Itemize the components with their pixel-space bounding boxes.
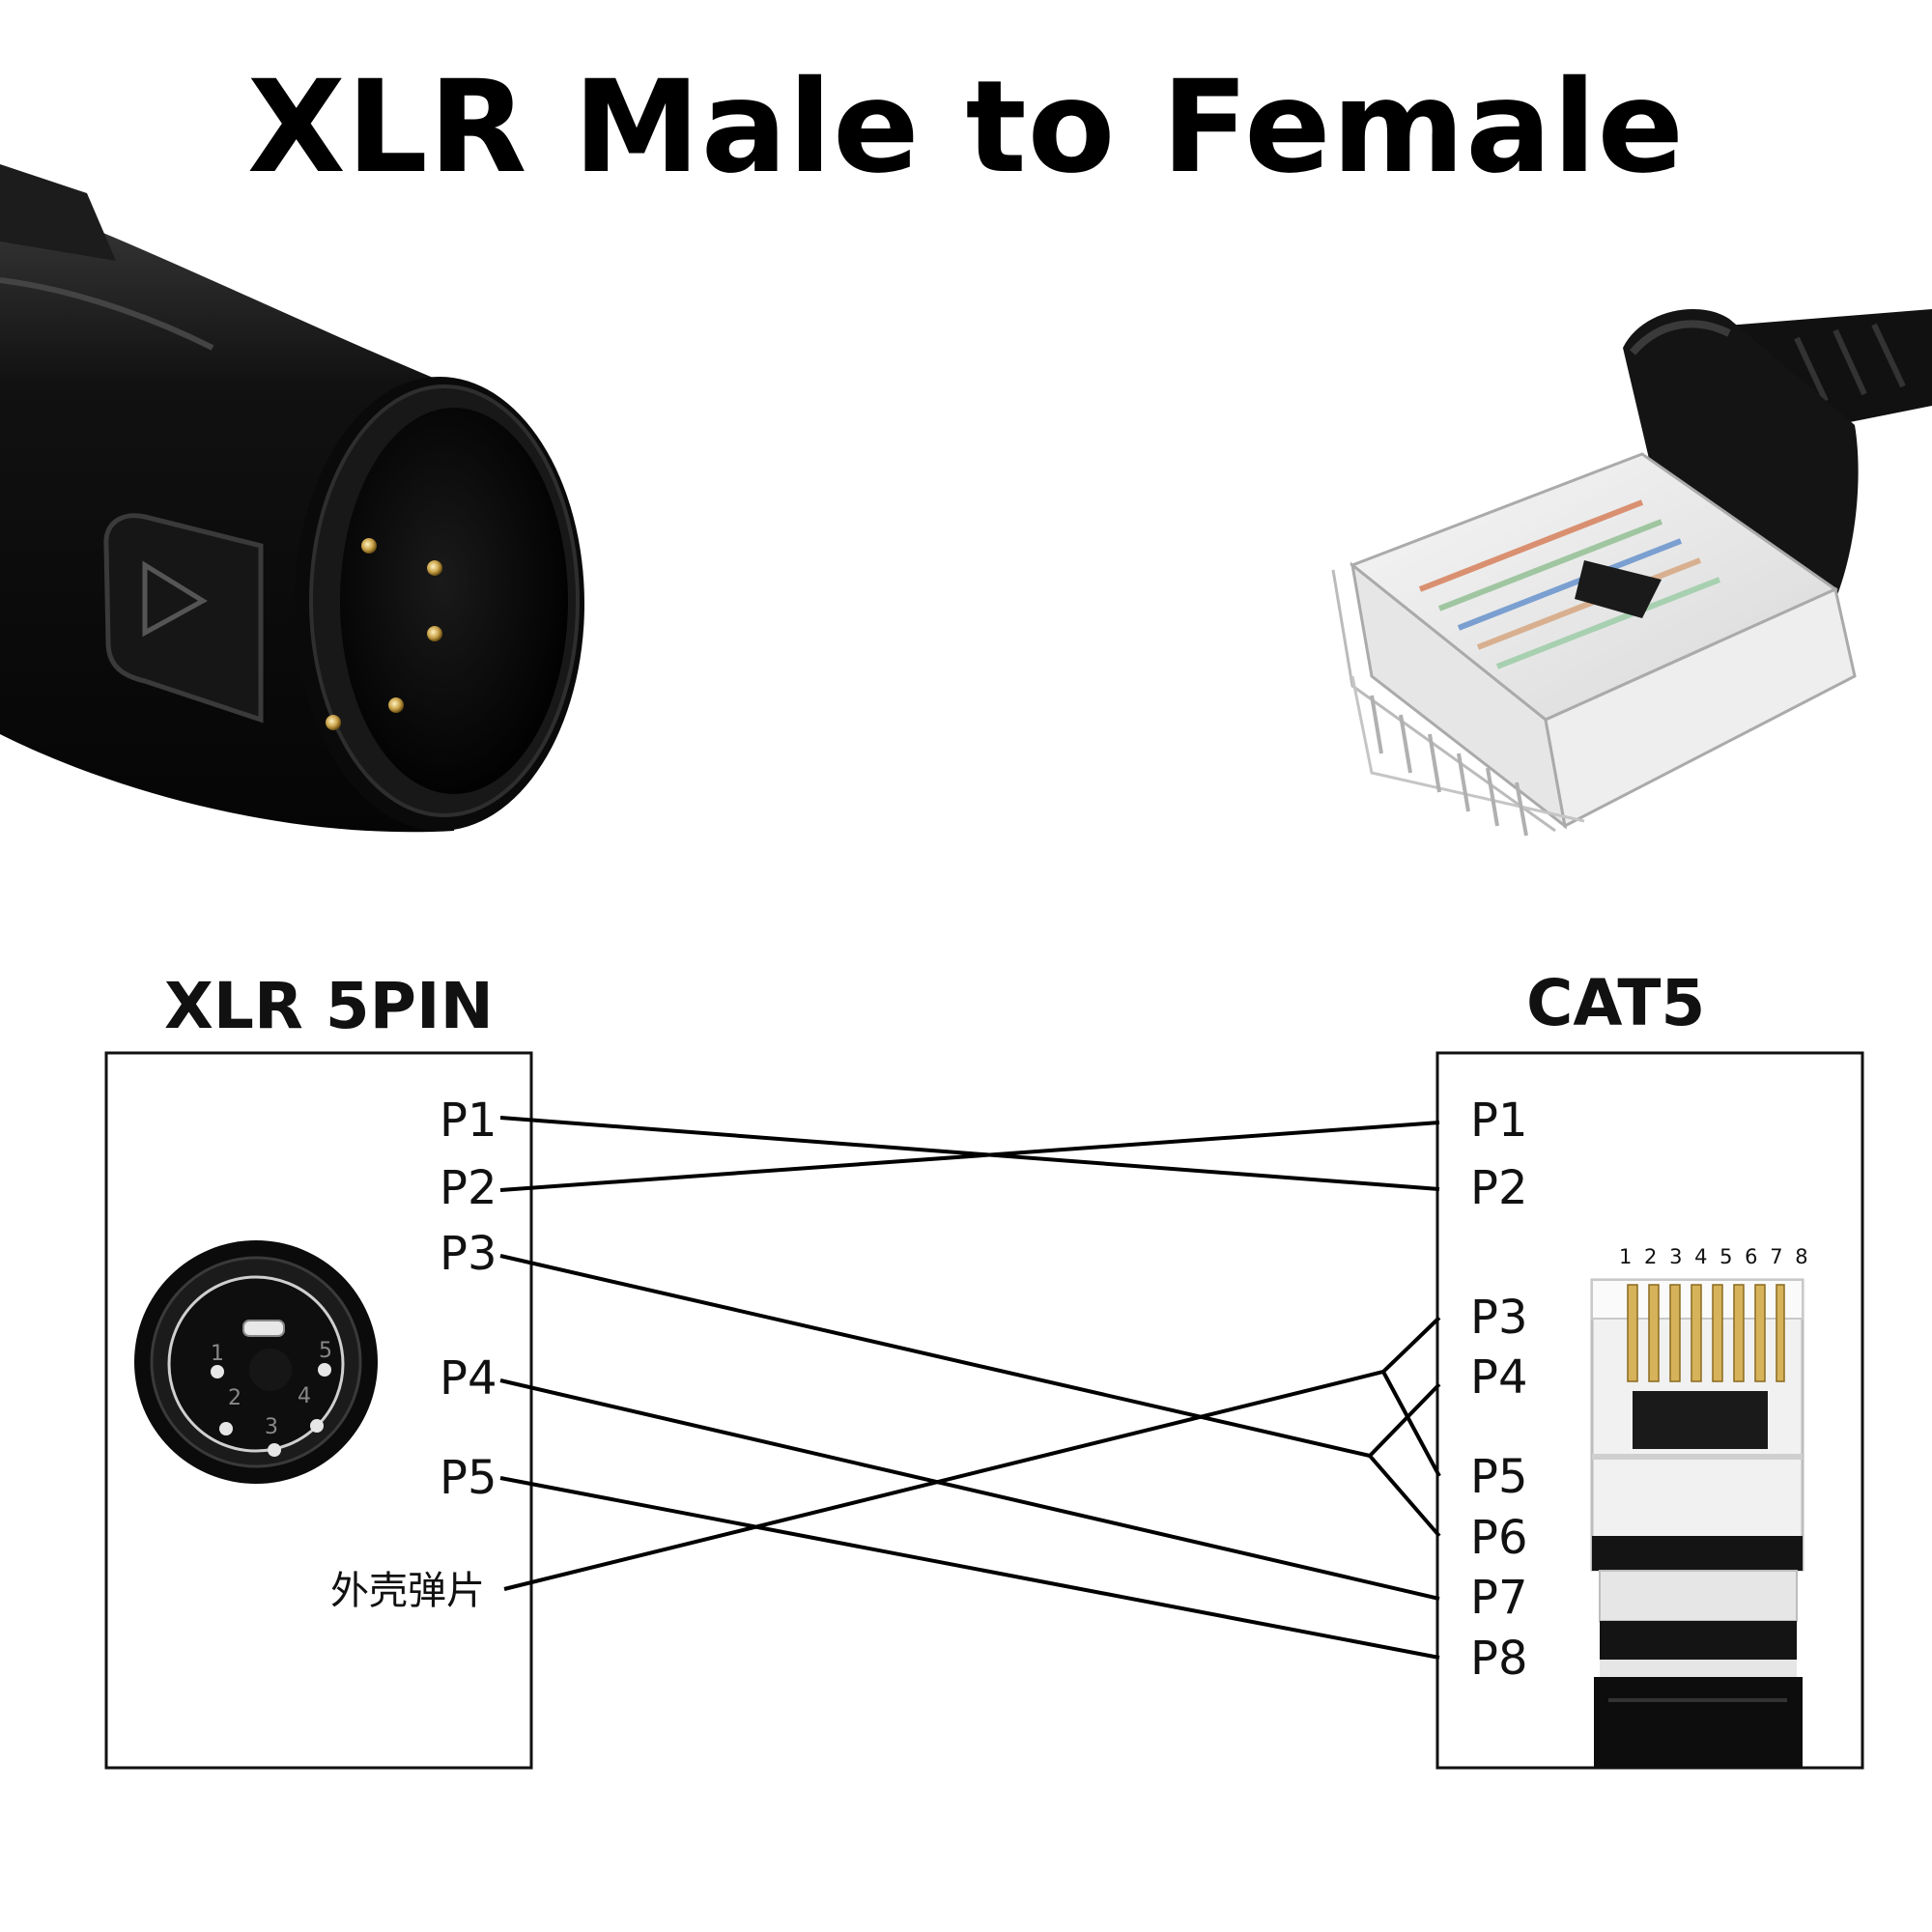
cat5-pin-p1: P1 <box>1470 1094 1527 1148</box>
xlr-male-connector-photo <box>0 164 584 833</box>
face-pin-4: 4 <box>298 1384 311 1408</box>
rj45-front-illustration: 1 2 3 4 5 6 7 8 <box>1590 1245 1811 1768</box>
face-pin-2: 2 <box>228 1386 242 1410</box>
cat5-pin-p6: P6 <box>1470 1511 1527 1565</box>
xlr-pin-p2: P2 <box>440 1161 497 1215</box>
wire-shield-to-p5 <box>1381 1371 1441 1477</box>
rj45-plug-photo <box>1331 309 1932 837</box>
xlr-pin-p4: P4 <box>440 1351 497 1406</box>
wire-p3-to-p6 <box>1368 1454 1441 1538</box>
wire-shield-to-p3 <box>503 1316 1441 1591</box>
xlr-face-illustration: 1 2 3 4 5 <box>134 1240 378 1484</box>
xlr-pin-p1: P1 <box>440 1094 497 1148</box>
cat5-pin-p3: P3 <box>1470 1291 1527 1345</box>
cat5-pin-p4: P4 <box>1470 1350 1527 1405</box>
product-photos <box>0 164 1932 837</box>
shield-contact-label: 外壳弹片 <box>330 1569 485 1613</box>
wire-p4-to-p7 <box>499 1378 1440 1601</box>
face-pin-1: 1 <box>211 1342 224 1366</box>
page-title: XLR Male to Female <box>246 53 1686 202</box>
wire-p1-to-p2 <box>499 1116 1440 1191</box>
wire-p5-to-p8 <box>499 1476 1440 1660</box>
xlr-5pin-label: XLR 5PIN <box>164 969 494 1043</box>
wire-p3-to-p4 <box>499 1254 1441 1459</box>
face-pin-5: 5 <box>319 1339 332 1363</box>
wire-p2-to-p1 <box>499 1121 1440 1192</box>
xlr-panel <box>104 1051 533 1770</box>
cat5-label: CAT5 <box>1526 966 1706 1040</box>
cat5-pin-p7: P7 <box>1470 1571 1527 1625</box>
face-pin-3: 3 <box>265 1415 278 1439</box>
xlr-pin-p3: P3 <box>440 1227 497 1281</box>
rj45-contact-numbers: 1 2 3 4 5 6 7 8 <box>1619 1245 1811 1268</box>
xlr-pin-p5: P5 <box>440 1451 497 1505</box>
cat5-pin-p5: P5 <box>1470 1450 1527 1504</box>
cat5-pin-p2: P2 <box>1470 1161 1527 1215</box>
wires <box>499 1116 1441 1660</box>
cat5-pin-p8: P8 <box>1470 1632 1527 1686</box>
